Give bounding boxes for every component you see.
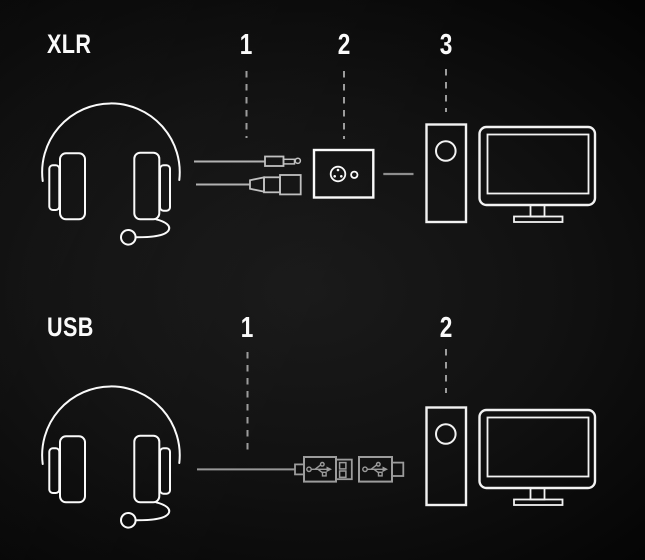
row-label-usb: USB bbox=[47, 312, 94, 342]
xlr-row-art bbox=[41, 69, 597, 246]
desktop-computer-icon bbox=[425, 406, 597, 507]
headset-icon bbox=[41, 102, 181, 246]
aux-port-icon bbox=[350, 170, 359, 179]
xlr-port-icon bbox=[329, 165, 347, 183]
usb-trident-icon bbox=[306, 461, 333, 477]
step-number-xlr-3: 3 bbox=[439, 29, 453, 61]
usb-trident-icon bbox=[362, 461, 389, 477]
usb-plug-a-icon bbox=[197, 456, 353, 483]
step-number-xlr-1: 1 bbox=[239, 29, 253, 61]
xlr-cable-icon bbox=[196, 174, 302, 196]
headset-icon bbox=[41, 385, 181, 529]
usb-plug-adapter-icon bbox=[358, 456, 405, 483]
minijack-cable-icon bbox=[194, 155, 302, 167]
audio-interface-icon bbox=[312, 148, 375, 199]
step-number-usb-2: 2 bbox=[439, 312, 453, 344]
desktop-computer-icon bbox=[425, 123, 597, 224]
row-label-xlr: XLR bbox=[47, 29, 92, 59]
step-number-usb-1: 1 bbox=[240, 312, 254, 344]
usb-row-art bbox=[41, 349, 597, 529]
step-number-xlr-2: 2 bbox=[337, 29, 351, 61]
